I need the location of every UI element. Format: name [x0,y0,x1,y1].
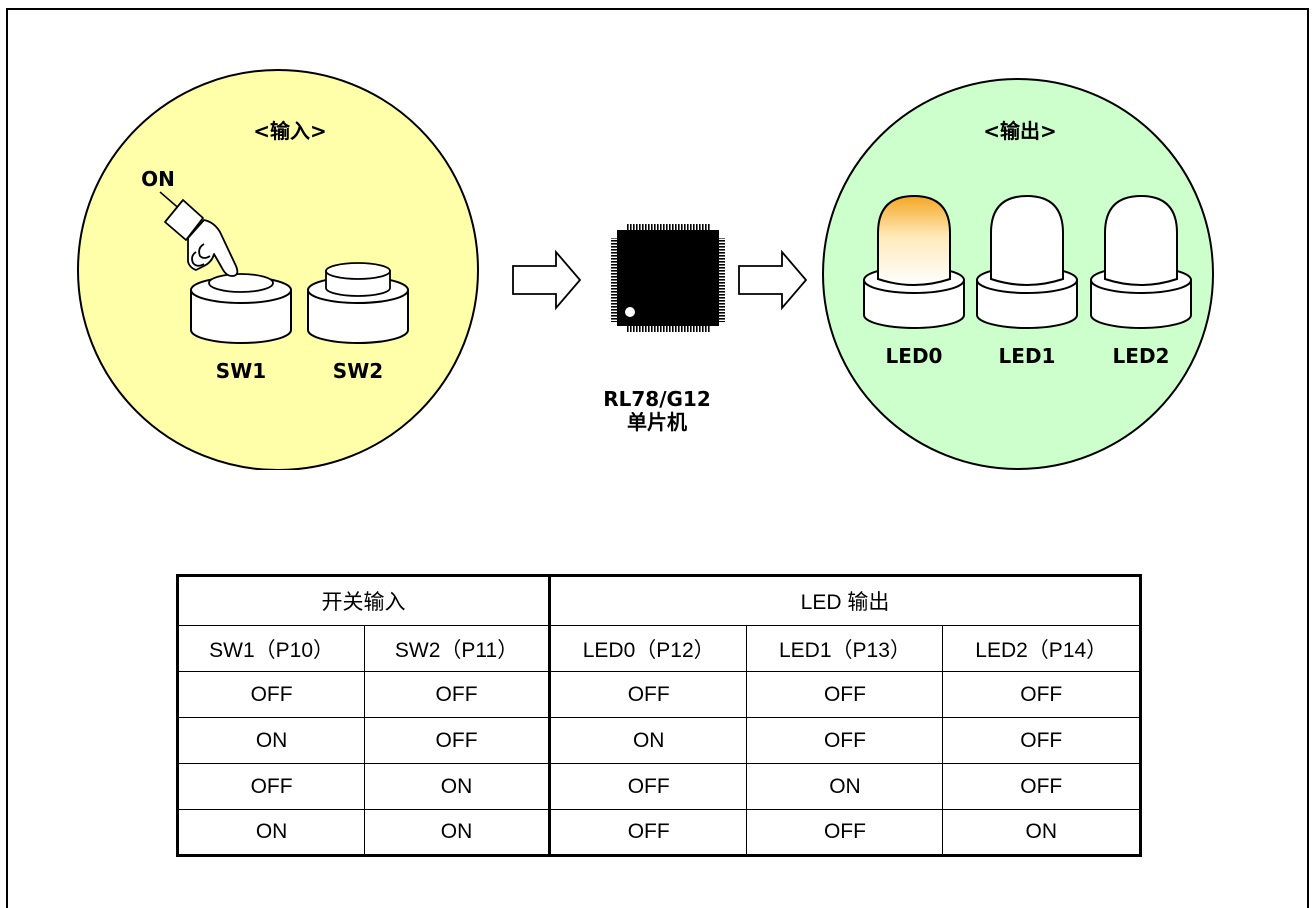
io-truth-table: 开关输入 LED 输出 SW1（P10） SW2（P11） LED0（P12） … [176,574,1142,857]
table-cell: ON [364,809,550,856]
led1-lamp [976,194,1078,329]
table-cell: OFF [547,809,748,856]
pointing-hand-icon [164,199,239,277]
sw2-label: SW2 [333,359,383,383]
table-cell: OFF [746,671,944,718]
group-header-switch-input: 开关输入 [177,575,550,626]
table-cell: OFF [176,763,366,810]
table-cell: OFF [942,717,1141,764]
table-cell: OFF [364,717,550,764]
table-cell: OFF [364,671,550,718]
table-cell: ON [176,717,366,764]
column-header: LED2（P14） [942,625,1141,672]
table-row: ON OFF ON OFF OFF [176,717,1141,764]
table-row: ON ON OFF OFF ON [176,809,1141,856]
led1-label: LED1 [999,344,1056,368]
table-cell: ON [364,763,550,810]
output-title: <输出> [983,119,1057,143]
led2-lamp [1090,194,1192,329]
table-cell: OFF [547,671,748,718]
sw1-label: SW1 [216,359,266,383]
column-header: LED1（P13） [746,625,944,672]
table-cell: OFF [942,763,1141,810]
output-panel: <输出> LED0 LED1 LED2 [822,78,1214,470]
input-title: <输入> [253,119,327,143]
table-cell: OFF [942,671,1141,718]
table-cell: OFF [746,809,944,856]
table-cell: OFF [746,717,944,764]
table-cell: OFF [176,671,366,718]
mcu-name: RL78/G12 [603,387,711,411]
column-header: SW1（P10） [176,625,366,672]
mcu-chip-icon [611,224,725,332]
column-header: SW2（P11） [364,625,550,672]
table-cell: OFF [547,763,748,810]
switch-sw2 [307,262,409,344]
io-diagram: <输入> ON SW1 SW2 [77,69,1214,470]
table-group-header-row: 开关输入 LED 输出 [177,575,1142,626]
led0-label: LED0 [886,344,943,368]
table-cell: ON [942,809,1141,856]
table-cell: ON [547,717,748,764]
led0-lamp [863,194,965,329]
table-cell: ON [176,809,366,856]
table-row: OFF ON OFF ON OFF [176,763,1141,810]
input-circle [77,69,479,470]
led2-label: LED2 [1113,344,1170,368]
column-header: LED0（P12） [547,625,748,672]
table-column-header-row: SW1（P10） SW2（P11） LED0（P12） LED1（P13） LE… [176,625,1141,672]
input-panel: <输入> ON SW1 SW2 [77,69,479,470]
figure-frame [6,8,1309,908]
switch-sw1 [190,273,292,344]
press-label: ON [141,167,175,191]
hollow-right-arrow-icon [738,249,808,311]
group-header-led-output: LED 输出 [547,575,1142,626]
table-cell: ON [746,763,944,810]
mcu-subtitle: 单片机 [627,410,687,434]
hollow-right-arrow-icon [512,249,582,311]
table-row: OFF OFF OFF OFF OFF [176,671,1141,718]
